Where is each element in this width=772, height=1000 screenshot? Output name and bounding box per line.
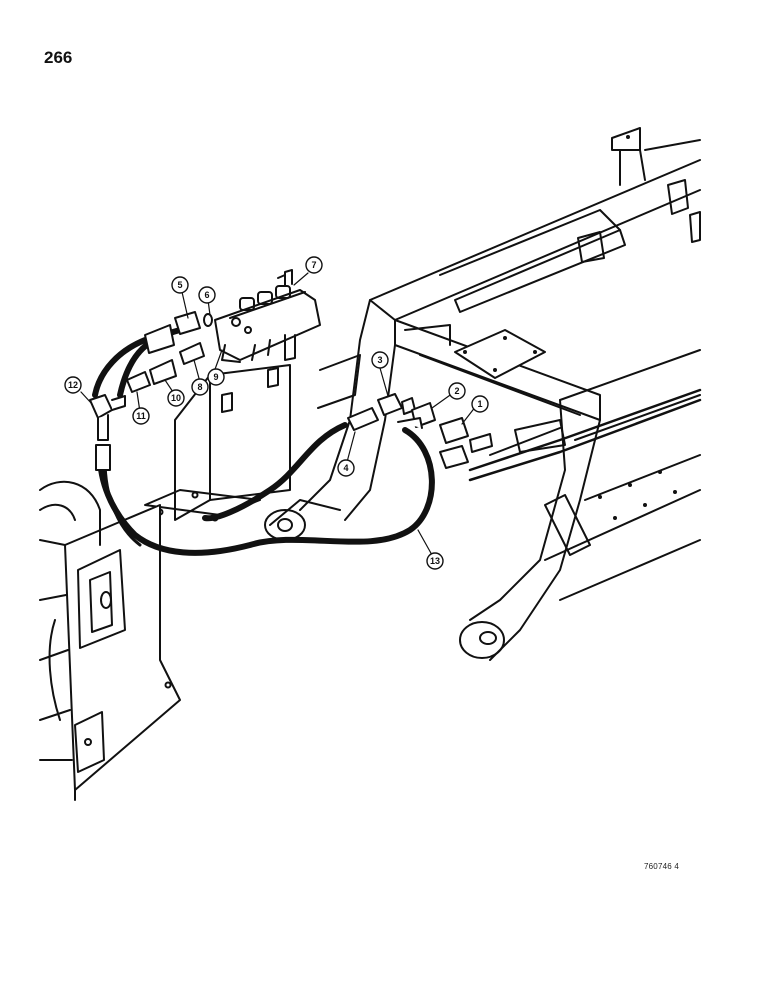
page-number: 266 — [44, 48, 73, 67]
callout-11: 11 — [132, 407, 150, 425]
callout-1: 1 — [471, 395, 489, 413]
hydraulic-tubes — [468, 388, 702, 482]
callout-13: 13 — [426, 552, 444, 570]
control-valve — [214, 269, 321, 363]
callout-label: 4 — [343, 463, 348, 473]
callout-label: 7 — [311, 260, 316, 270]
hose-4 — [202, 422, 348, 522]
callout-label: 2 — [454, 386, 459, 396]
callout-10: 10 — [167, 389, 185, 407]
callout-label: 5 — [177, 280, 182, 290]
callout-6: 6 — [198, 286, 216, 304]
callout-label: 12 — [68, 380, 78, 390]
callout-3: 3 — [371, 351, 389, 369]
callout-9: 9 — [207, 368, 225, 386]
callouts: 1 2 3 4 5 6 7 8 — [64, 256, 489, 570]
callout-label: 9 — [213, 372, 218, 382]
fittings — [89, 311, 493, 471]
callout-label: 3 — [377, 355, 382, 365]
callout-8: 8 — [191, 378, 209, 396]
left-side-plate — [39, 480, 181, 801]
valve-mounting-bracket — [144, 364, 291, 522]
callout-label: 1 — [477, 399, 482, 409]
callout-label: 8 — [197, 382, 202, 392]
callout-label: 10 — [171, 393, 181, 403]
callout-4: 4 — [337, 459, 355, 477]
callout-label: 11 — [136, 411, 146, 421]
callout-5: 5 — [171, 276, 189, 294]
loader-frame — [264, 127, 701, 661]
callout-2: 2 — [448, 382, 466, 400]
drawing-reference-code: 760746 4 — [644, 862, 679, 871]
callout-12: 12 — [64, 376, 82, 394]
callout-label: 6 — [204, 290, 209, 300]
callout-7: 7 — [305, 256, 323, 274]
hose-13 — [97, 427, 435, 556]
callout-label: 13 — [430, 556, 440, 566]
